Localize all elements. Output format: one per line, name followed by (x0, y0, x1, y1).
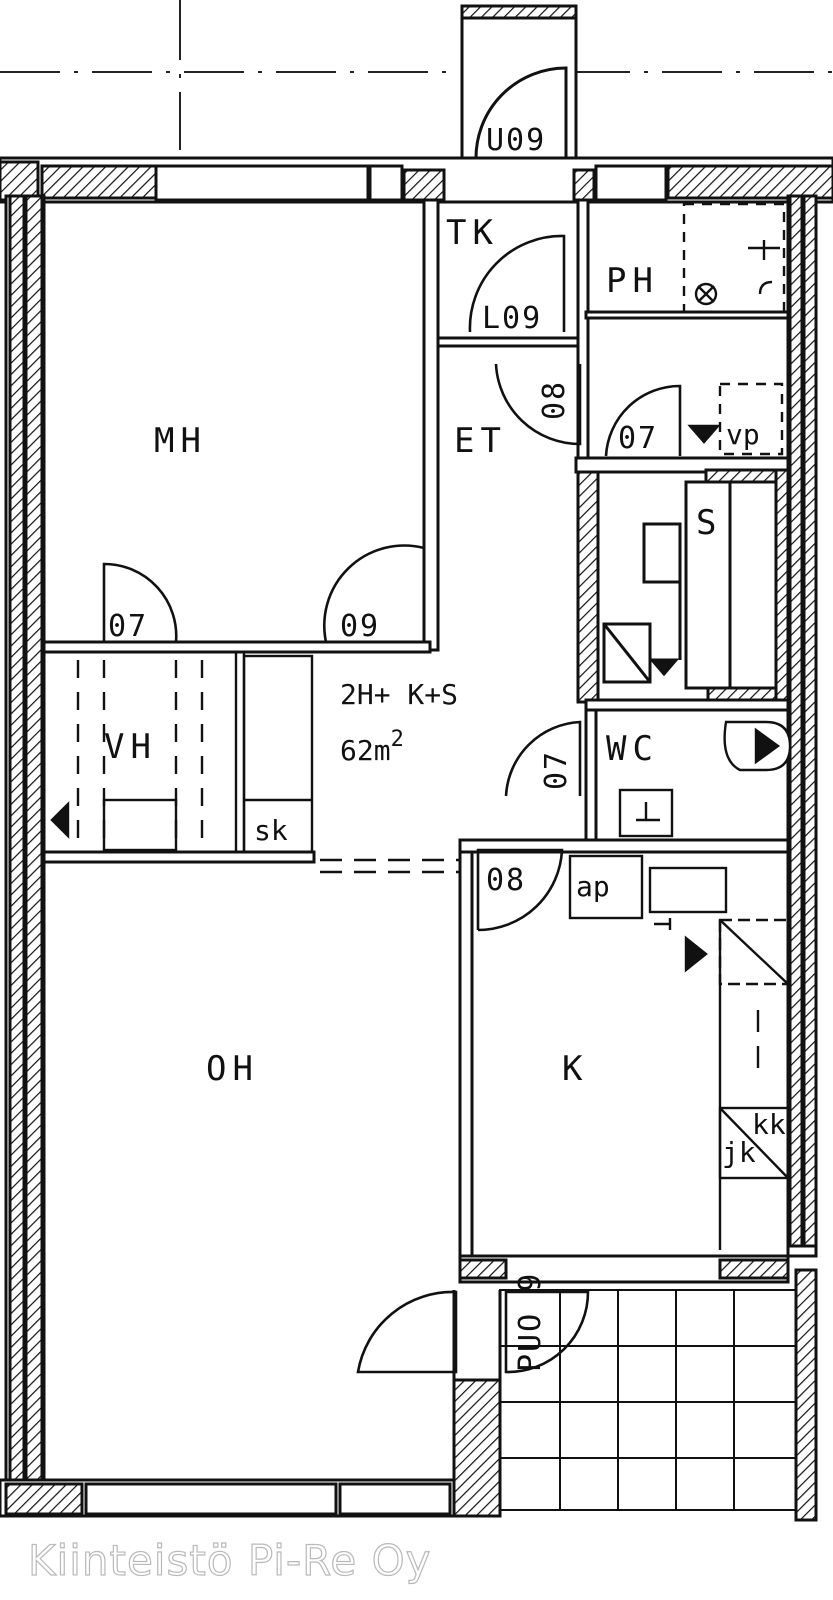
label-puo9: PUO 9 (513, 1272, 548, 1372)
door-mh07 (102, 562, 178, 643)
balcony-tiles (499, 1268, 818, 1522)
door-puo9 (504, 1290, 590, 1374)
summary-area-value: 62m (340, 734, 391, 767)
top-balcony (460, 4, 578, 168)
interior-walls (42, 198, 790, 1284)
outer-walls (0, 156, 833, 1518)
label-mh-09: 09 (340, 609, 380, 644)
watermark: Kiinteistö Pi-Re Oy (27, 1535, 432, 1585)
door-l09 (468, 234, 566, 333)
label-vh: VH (104, 727, 157, 767)
door-ph07 (604, 384, 682, 457)
door-et08 (494, 363, 582, 446)
label-oh: OH (206, 1049, 259, 1089)
label-vp: vp (726, 418, 760, 451)
summary-area: 62m2 (340, 727, 404, 767)
reference-lines (0, 0, 833, 150)
label-k: K (562, 1049, 588, 1089)
label-kk: kk (752, 1108, 786, 1141)
door-mh09 (323, 544, 426, 643)
label-tk: TK (446, 213, 499, 253)
label-jk: jk (722, 1136, 756, 1169)
label-mh-07: 07 (108, 609, 148, 644)
label-wc-07: 07 (539, 750, 574, 790)
door-wc07 (504, 720, 582, 797)
label-ph: PH (606, 261, 659, 301)
label-k-08: 08 (486, 863, 526, 898)
label-ph-07: 07 (618, 421, 658, 456)
label-ap: ap (576, 870, 610, 903)
label-l09: L09 (482, 301, 542, 336)
summary-area-sup: 2 (391, 727, 404, 752)
label-et-08: 08 (537, 380, 572, 420)
door-oh-entry (356, 1290, 458, 1374)
label-wc: WC (606, 729, 659, 769)
bathroom-fixtures (50, 240, 792, 973)
label-s: S (696, 503, 722, 543)
label-u09: U09 (486, 123, 546, 158)
closet-lines (76, 202, 790, 1250)
door-k08 (476, 848, 564, 932)
labels: U09 TK L09 PH MH ET 08 07 vp S 07 09 2H+… (104, 123, 786, 1372)
label-sk: sk (254, 814, 288, 847)
sauna-benches (602, 480, 778, 690)
label-et: ET (454, 421, 507, 461)
summary-type: 2H+ K+S (340, 678, 458, 711)
label-mh: MH (154, 421, 207, 461)
